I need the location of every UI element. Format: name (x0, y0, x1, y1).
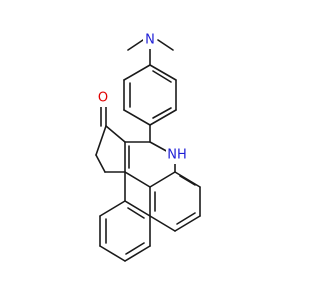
bond-phenyl-double-b (152, 107, 172, 119)
ring-nh-text: NH (167, 148, 187, 163)
bond-cp-2 (95, 125, 107, 156)
bond-phenyl-6 (123, 64, 151, 81)
bond-cp-3 (95, 154, 106, 173)
bond-naph-double-a (179, 175, 196, 186)
bond-phenyl-4 (123, 109, 151, 126)
amine-n-text: N (145, 33, 155, 48)
bond-methyl-right (157, 39, 174, 51)
bond-ring-jct-1 (149, 171, 176, 188)
bond-naph-double-b (176, 212, 196, 225)
bond-naph-3 (174, 215, 201, 232)
bond-naph-10 (99, 200, 126, 217)
oxygen-label: O (96, 90, 110, 107)
structure-drawing: N O NH (95, 33, 201, 262)
bond-methyl-left (127, 39, 144, 51)
bond-naph-11 (124, 200, 151, 217)
bond-ring-jct-2 (124, 171, 151, 188)
bond-phenyl-1 (149, 64, 177, 81)
ring-nh-label: NH (166, 148, 188, 164)
bond-phenyl-double-a (152, 70, 172, 83)
bond-naph-double-f (127, 207, 145, 219)
bond-naph-double-d (125, 242, 145, 255)
amine-nitrogen-label: N (143, 33, 157, 49)
bond-naph-4 (149, 215, 176, 232)
bond-naph-1 (174, 171, 201, 188)
bond-naph-7 (124, 245, 151, 262)
bond-naph-8 (99, 245, 126, 262)
molecule-canvas: N O NH (95, 33, 201, 262)
bond-cp-1 (105, 125, 126, 143)
oxygen-text: O (98, 91, 108, 106)
bond-phenyl-3 (149, 109, 177, 126)
